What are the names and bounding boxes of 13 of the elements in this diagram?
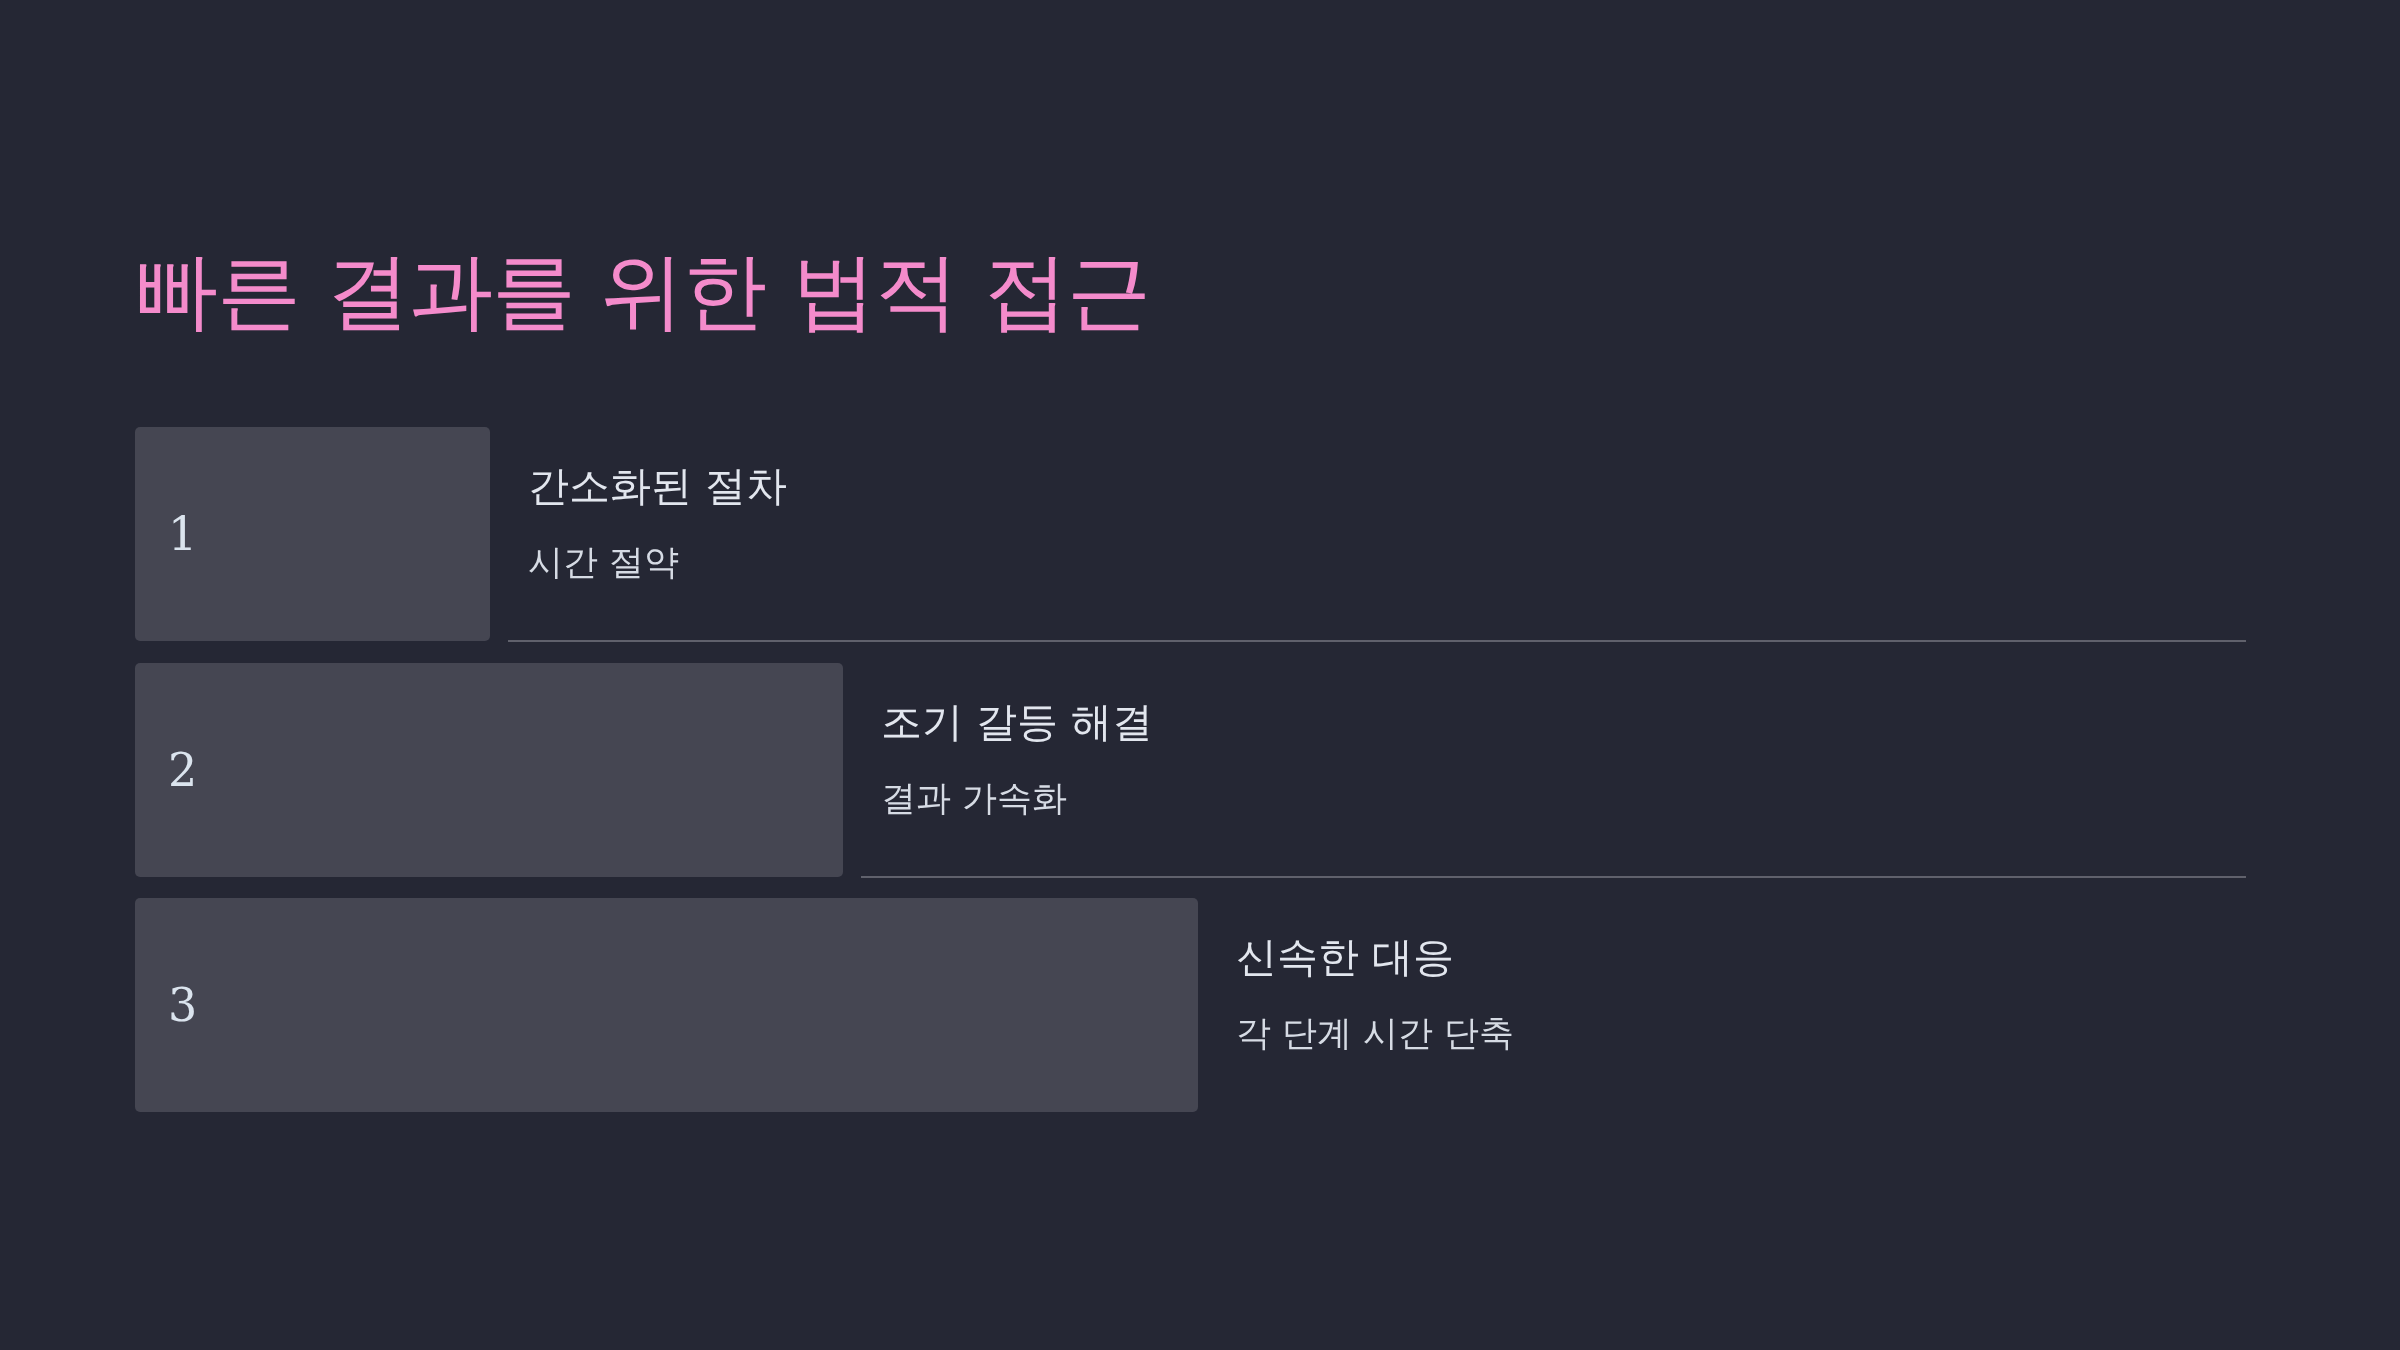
step-bar <box>135 427 490 641</box>
step-number: 1 <box>168 506 198 562</box>
step-description: 각 단계 시간 단축 <box>1236 1012 1515 1055</box>
step-heading: 신속한 대응 <box>1236 932 1455 983</box>
slide-title: 빠른 결과를 위한 법적 접근 <box>134 241 1150 342</box>
step-description: 결과 가속화 <box>881 777 1068 820</box>
step-number: 3 <box>168 977 198 1033</box>
step-heading: 간소화된 절차 <box>528 461 788 512</box>
step-bar <box>135 663 843 877</box>
step-heading: 조기 갈등 해결 <box>881 697 1154 748</box>
step-description: 시간 절약 <box>528 541 680 584</box>
step-bar <box>135 898 1198 1112</box>
step-number: 2 <box>168 742 198 798</box>
